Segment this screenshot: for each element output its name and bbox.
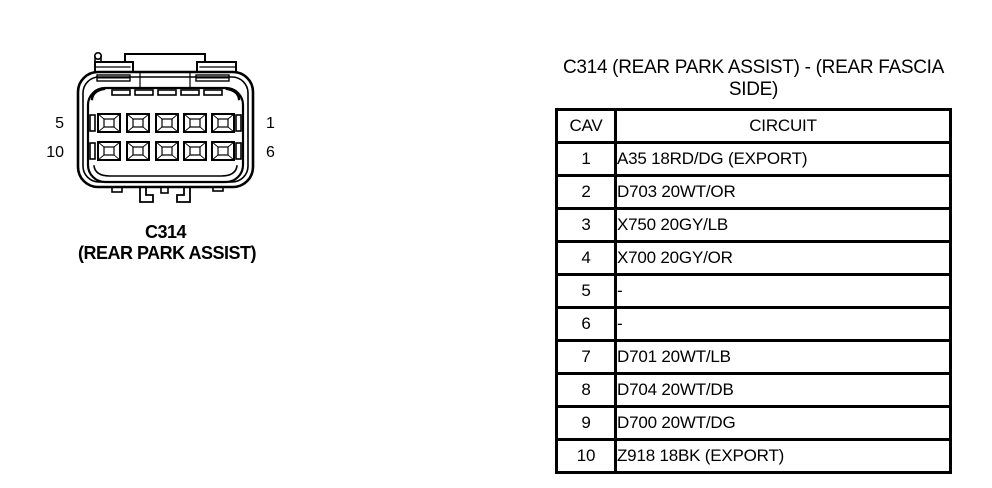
pin-label-6: 6 [266,144,275,161]
circuit-column-header: CIRCUIT [614,108,952,144]
connector-name: (REAR PARK ASSIST) [78,243,257,263]
circuit-cell: Z918 18BK (EXPORT) [614,438,952,474]
pin-label-10: 10 [46,144,64,161]
table-header-row: CAV CIRCUIT [555,108,952,144]
circuit-cell: D704 20WT/DB [614,372,952,408]
table-title-line1: C314 (REAR PARK ASSIST) - (REAR FASCIA [562,57,944,78]
circuit-cell: D701 20WT/LB [614,339,952,375]
table-title: C314 (REAR PARK ASSIST) - (REAR FASCIA S… [555,57,952,101]
index-slots [90,87,241,101]
cav-cell: 9 [555,405,617,441]
circuit-cell: D700 20WT/DG [614,405,952,441]
circuit-cell: - [614,306,952,342]
cav-cell: 10 [555,438,617,474]
table-row: 5- [555,273,952,309]
circuit-cell: X750 20GY/LB [614,207,952,243]
circuit-cell: D703 20WT/OR [614,174,952,210]
circuit-cell: X700 20GY/OR [614,240,952,276]
connector-latch [94,51,237,89]
cav-cell: 8 [555,372,617,408]
connector-shroud [86,86,245,184]
cav-cell: 4 [555,240,617,276]
table-title-line2: SIDE) [728,79,779,100]
circuit-cell: A35 18RD/DG (EXPORT) [614,141,952,177]
cav-cell: 6 [555,306,617,342]
connector-id: C314 [144,222,187,242]
cav-cell: 5 [555,273,617,309]
circuit-panel: C314 (REAR PARK ASSIST) - (REAR FASCIA S… [555,57,952,474]
pin-label-5: 5 [55,115,64,132]
cav-cell: 2 [555,174,617,210]
table-row: 6- [555,306,952,342]
pin-label-1: 1 [266,115,275,132]
connector-diagram: 5 10 1 6 [46,51,275,203]
cav-cell: 3 [555,207,617,243]
cav-column-header: CAV [555,108,617,144]
pin-cavities [89,113,242,161]
circuit-cell: - [614,273,952,309]
cav-cell: 7 [555,339,617,375]
connector-caption: C314 (REAR PARK ASSIST) [78,222,257,264]
pin-number-labels: 5 10 1 6 [46,115,275,161]
cav-cell: 1 [555,141,617,177]
mounting-feet [111,186,224,203]
